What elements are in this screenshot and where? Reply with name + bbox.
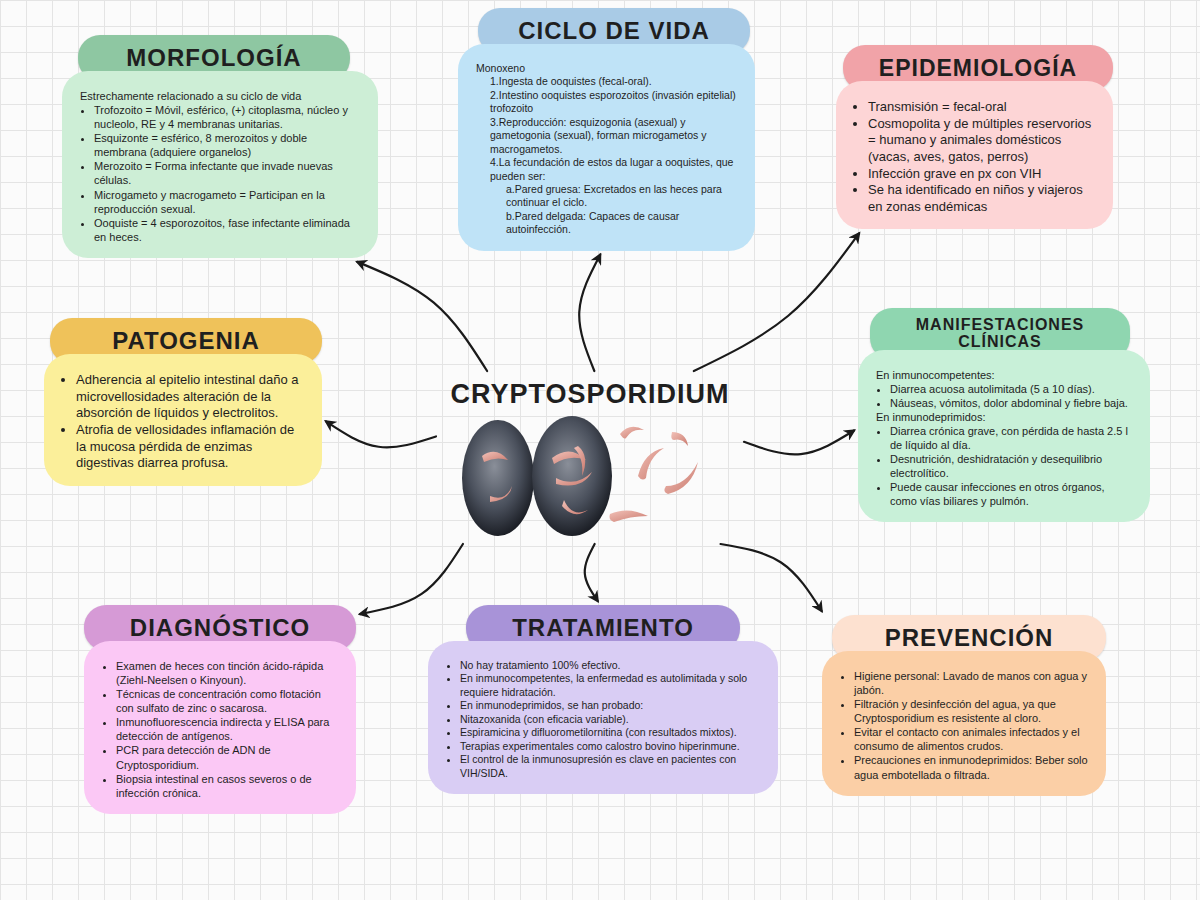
list-text: En inmunodeprimidos: xyxy=(876,410,1134,424)
bullet-item: En inmunocompetentes, la enfermedad es a… xyxy=(460,672,762,699)
illustration-part xyxy=(532,416,612,536)
curved-arrow xyxy=(579,255,600,371)
bullet-item: En inmunodeprimidos, se han probado: xyxy=(460,699,762,712)
bullet-item: Diarrea acuosa autolimitada (5 a 10 días… xyxy=(890,382,1134,396)
illustration-part xyxy=(490,486,512,502)
curved-arrow xyxy=(326,421,436,447)
parasite-illustration xyxy=(460,416,720,540)
bullet-item: Esquizonte = esférico, 8 merozoitos y do… xyxy=(94,131,362,159)
bullet-item: Inmunofluorescencia indirecta y ELISA pa… xyxy=(116,715,340,743)
section-body: Examen de heces con tinción ácido-rápida… xyxy=(84,641,356,814)
curved-arrow xyxy=(744,431,854,455)
bullet-item: Precauciones en inmunodeprimidos: Beber … xyxy=(854,753,1090,781)
section-body: Transmisión = fecal-oralCosmopolita y de… xyxy=(836,81,1113,229)
bullet-item: El control de la inmunosupresión es clav… xyxy=(460,753,762,780)
central-topic: CRYPTOSPORIDIUM xyxy=(440,375,740,540)
topic-card: EPIDEMIOLOGÍATransmisión = fecal-oralCos… xyxy=(836,45,1113,229)
illustration-part xyxy=(638,448,664,480)
bullet-item: Filtración y desinfección del agua, ya q… xyxy=(854,697,1090,725)
topic-card: PREVENCIÓNHigiene personal: Lavado de ma… xyxy=(822,615,1106,796)
curved-arrow xyxy=(694,233,859,371)
section-body: Higiene personal: Lavado de manos con ag… xyxy=(822,651,1106,796)
bullet-item: Técnicas de concentración como flotación… xyxy=(116,687,340,715)
list-text: 2.Intestino ooquistes esporozoitos (inva… xyxy=(490,89,739,116)
oocyst xyxy=(462,420,534,536)
illustration-part xyxy=(482,452,508,462)
illustration-part xyxy=(562,500,588,514)
section-body: Adherencia al epitelio intestinal daño a… xyxy=(44,354,322,486)
bullet-item: Microgameto y macrogameto = Participan e… xyxy=(94,188,362,216)
list-text: 3.Reproducción: esquizogonia (asexual) y… xyxy=(490,116,739,156)
illustration-part xyxy=(556,472,592,486)
curved-arrow xyxy=(360,544,463,614)
bullet-item: No hay tratamiento 100% efectivo. xyxy=(460,659,762,672)
curved-arrow xyxy=(721,544,822,611)
bullet-item: Desnutrición, deshidratación y desequili… xyxy=(890,452,1134,480)
curved-arrow xyxy=(357,262,487,371)
bullet-item: Trofozoito = Móvil, esférico, (+) citopl… xyxy=(94,103,362,131)
bullet-item: Transmisión = fecal-oral xyxy=(868,99,1097,116)
bullet-item: Infección grave en px con VIH xyxy=(868,166,1097,183)
bullet-item: Adherencia al epitelio intestinal daño a… xyxy=(76,372,306,422)
bullet-item: Se ha identificado en niños y viajeros e… xyxy=(868,182,1097,215)
illustration-part xyxy=(671,432,688,446)
list-text: a.Pared gruesa: Excretados en las heces … xyxy=(506,183,739,210)
bullet-item: Evitar el contacto con animales infectad… xyxy=(854,725,1090,753)
bullet-item: PCR para detección de ADN de Cryptospori… xyxy=(116,743,340,771)
bullet-item: Atrofia de vellosidades inflamación de l… xyxy=(76,422,306,472)
topic-card: CICLO DE VIDAMonoxeno1.Ingesta de ooquis… xyxy=(458,8,755,251)
topic-card: PATOGENIAAdherencia al epitelio intestin… xyxy=(44,318,322,486)
central-title: CRYPTOSPORIDIUM xyxy=(440,375,740,416)
list-text: 4.La fecundación de estos da lugar a ooq… xyxy=(490,156,739,183)
bullet-item: Nitazoxanida (con eficacia variable). xyxy=(460,713,762,726)
topic-card: DIAGNÓSTICOExamen de heces con tinción á… xyxy=(84,605,356,814)
curved-arrow xyxy=(585,544,598,601)
topic-card: MANIFESTACIONES CLÍNICASEn inmunocompete… xyxy=(858,308,1150,522)
section-body: No hay tratamiento 100% efectivo.En inmu… xyxy=(428,641,778,794)
bullet-item: Biopsia intestinal en casos severos o de… xyxy=(116,772,340,800)
section-body: En inmunocompetentes:Diarrea acuosa auto… xyxy=(858,350,1150,523)
list-text: Monoxeno xyxy=(476,62,739,75)
bullet-item: Merozoito = Forma infectante que invade … xyxy=(94,159,362,187)
illustration-part xyxy=(620,427,644,439)
bullet-item: Náuseas, vómitos, dolor abdominal y fieb… xyxy=(890,396,1134,410)
section-body: Estrechamente relacionado a su ciclo de … xyxy=(62,71,378,258)
topic-card: TRATAMIENTONo hay tratamiento 100% efect… xyxy=(428,605,778,794)
bullet-item: Espiramicina y difluorometilornitina (co… xyxy=(460,726,762,739)
bullet-item: Ooquiste = 4 esporozoitos, fase infectan… xyxy=(94,216,362,244)
list-text: Estrechamente relacionado a su ciclo de … xyxy=(80,89,362,103)
illustration-part xyxy=(610,510,649,522)
section-body: Monoxeno1.Ingesta de ooquistes (fecal-or… xyxy=(458,44,755,251)
list-text: b.Pared delgada: Capaces de causar autoi… xyxy=(506,210,739,237)
illustration-part xyxy=(574,446,585,476)
sporozoite xyxy=(610,427,699,522)
illustration-part xyxy=(664,462,698,494)
bullet-item: Terapias experimentales como calostro bo… xyxy=(460,740,762,753)
bullet-item: Examen de heces con tinción ácido-rápida… xyxy=(116,659,340,687)
topic-card: MORFOLOGÍAEstrechamente relacionado a su… xyxy=(62,35,378,258)
bullet-item: Higiene personal: Lavado de manos con ag… xyxy=(854,669,1090,697)
oocyst xyxy=(532,416,612,536)
bullet-item: Puede causar infecciones en otros órgano… xyxy=(890,480,1134,508)
list-text: En inmunocompetentes: xyxy=(876,368,1134,382)
bullet-item: Diarrea crónica grave, con pérdida de ha… xyxy=(890,424,1134,452)
illustration-part xyxy=(462,420,534,536)
bullet-item: Cosmopolita y de múltiples reservorios =… xyxy=(868,116,1097,166)
list-text: 1.Ingesta de ooquistes (fecal-oral). xyxy=(490,75,739,88)
